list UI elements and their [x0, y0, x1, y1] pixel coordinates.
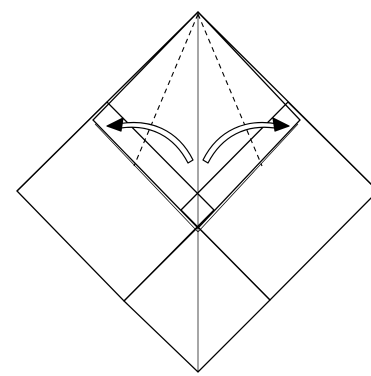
left-dashed-fold-line: [134, 14, 198, 166]
left-gray-flap: [17, 102, 214, 301]
right-fold-arrow: [203, 118, 289, 163]
outer-square-diamond: [17, 12, 371, 191]
left-fold-arrow: [107, 118, 193, 163]
right-gray-flap: [181, 102, 371, 300]
right-dashed-fold-line: [198, 14, 262, 166]
bottom-white-triangle: [124, 227, 270, 372]
